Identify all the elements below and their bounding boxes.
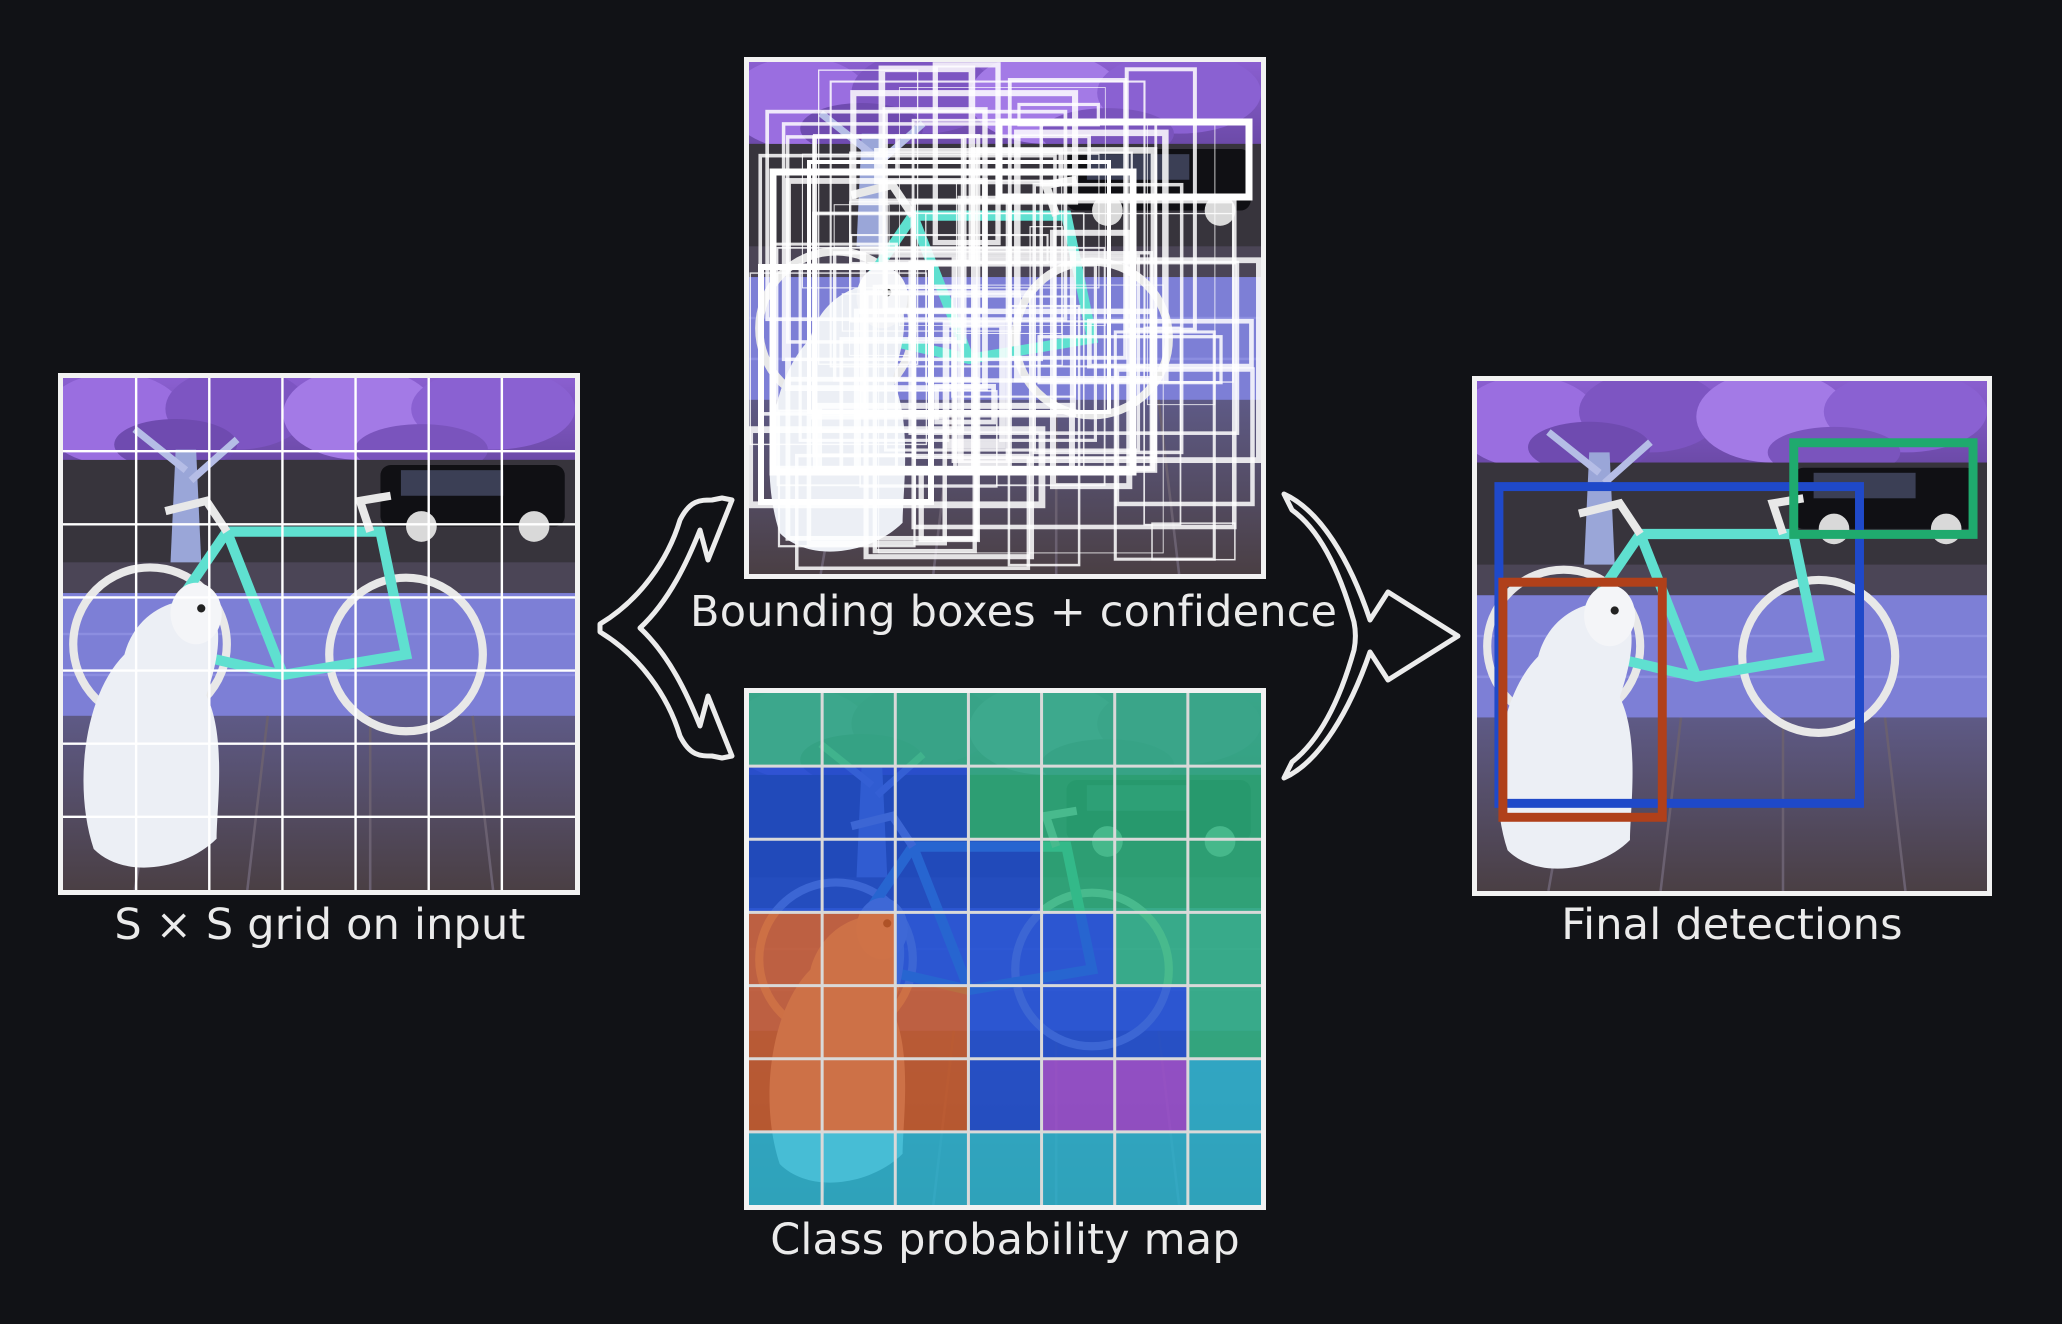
input-image [63, 378, 575, 890]
candidate-box [801, 153, 1100, 289]
class-cell-blue [749, 839, 823, 913]
input-grid-overlay [63, 378, 575, 890]
bounding-boxes-overlay [749, 62, 1261, 571]
class-cell-green [1114, 766, 1188, 840]
class-cell-orange [822, 985, 896, 1059]
candidate-box [849, 201, 912, 356]
final-detections-panel [1472, 376, 1992, 896]
candidate-box [878, 65, 976, 267]
caption-final-detections: Final detections [1561, 900, 1903, 950]
class-cell-orange [749, 985, 823, 1059]
class-cell-blue [968, 1058, 1042, 1132]
class-cell-green [895, 693, 969, 767]
class-map-grid [749, 693, 1261, 1205]
class-probability-map [749, 693, 1261, 1205]
class-cell-cyan [1114, 1131, 1188, 1205]
class-cell-blue [895, 766, 969, 840]
caption-bounding-boxes: Bounding boxes + confidence [690, 587, 1338, 637]
candidate-box [1114, 367, 1255, 507]
class-cell-green [822, 693, 896, 767]
class-cell-green [1187, 912, 1261, 986]
final-detections-image [1477, 381, 1987, 891]
class-cell-cyan [1041, 1131, 1115, 1205]
candidate-box [765, 109, 1068, 322]
class-cell-blue [968, 912, 1042, 986]
class-cell-orange [749, 912, 823, 986]
candidate-box [1007, 304, 1081, 567]
class-cell-blue [895, 912, 969, 986]
class-map-cells [749, 693, 1261, 1205]
caption-input-grid: S × S grid on input [114, 900, 526, 950]
class-cell-cyan [1187, 1058, 1261, 1132]
class-cell-blue [895, 839, 969, 913]
input-image-panel [58, 373, 580, 895]
candidate-box [878, 284, 1164, 554]
class-cell-green [1114, 839, 1188, 913]
candidate-box [749, 272, 928, 446]
class-cell-green [1114, 912, 1188, 986]
class-cell-blue [822, 839, 896, 913]
candidate-box-strong [807, 160, 1111, 414]
class-cell-cyan [749, 1131, 823, 1205]
class-cell-green [1114, 693, 1188, 767]
class-cell-green [1187, 985, 1261, 1059]
class-cell-purple [1041, 1058, 1115, 1132]
class-cell-blue [822, 766, 896, 840]
class-cell-blue [968, 839, 1042, 913]
class-cell-green [1041, 839, 1115, 913]
class-cell-orange [895, 1058, 969, 1132]
detection-box-dog [1498, 577, 1667, 822]
bounding-boxes-panel [744, 57, 1266, 579]
class-cell-green [1041, 693, 1115, 767]
class-cell-green [968, 766, 1042, 840]
class-cell-green [1041, 766, 1115, 840]
class-cell-cyan [822, 1131, 896, 1205]
candidate-box-strong [758, 264, 934, 505]
candidate-box [884, 254, 1141, 452]
candidate-box [863, 290, 1035, 560]
class-cell-orange [749, 1058, 823, 1132]
class-probability-map-panel [744, 688, 1266, 1210]
class-cell-blue [1041, 985, 1115, 1059]
class-cell-blue [1041, 912, 1115, 986]
class-cell-green [749, 693, 823, 767]
class-cell-green [1187, 766, 1261, 840]
class-cell-orange [895, 985, 969, 1059]
detection-box-car [1789, 438, 1978, 539]
candidate-box-strong [995, 118, 1253, 201]
class-cell-orange [822, 1058, 896, 1132]
class-cell-cyan [1187, 1131, 1261, 1205]
class-cell-blue [1114, 985, 1188, 1059]
candidate-box [951, 295, 1076, 398]
class-cell-cyan [895, 1131, 969, 1205]
class-cell-blue [749, 766, 823, 840]
bounding-boxes-image [749, 62, 1261, 574]
class-cell-orange [822, 912, 896, 986]
candidate-box [806, 415, 947, 546]
class-cell-green [1187, 839, 1261, 913]
class-cell-purple [1114, 1058, 1188, 1132]
candidate-box [942, 321, 1006, 449]
candidate-box [1087, 318, 1254, 369]
class-cell-green [968, 693, 1042, 767]
candidate-box-strong [769, 168, 1137, 476]
class-cell-green [1187, 693, 1261, 767]
class-cell-blue [968, 985, 1042, 1059]
class-cell-cyan [968, 1131, 1042, 1205]
caption-class-probability-map: Class probability map [770, 1215, 1240, 1265]
